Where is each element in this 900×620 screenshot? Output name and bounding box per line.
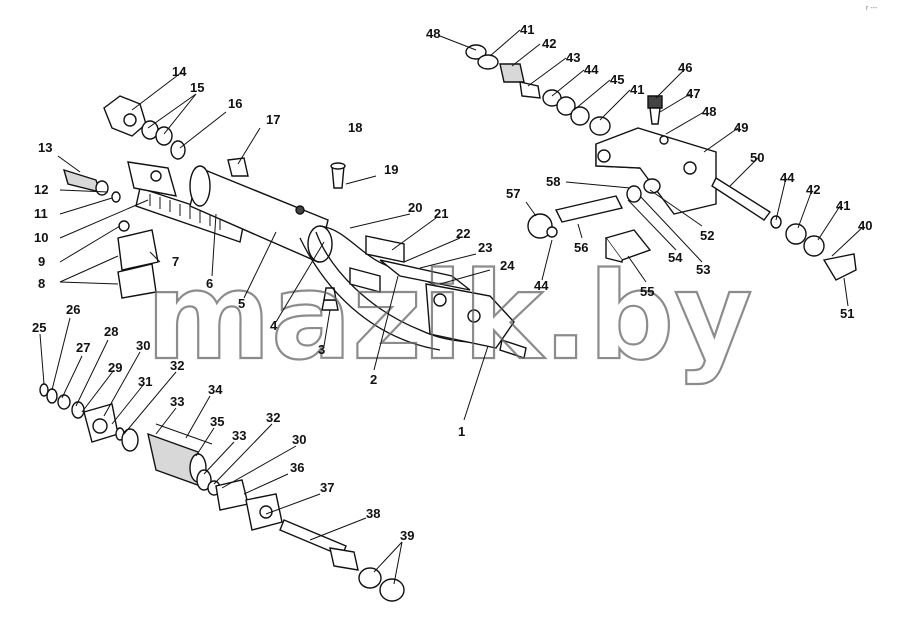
callout-33: 33 bbox=[170, 394, 184, 409]
callout-40: 48 bbox=[426, 26, 440, 41]
callout-21: 21 bbox=[434, 206, 448, 221]
callout-20: 20 bbox=[408, 200, 422, 215]
callout-49: 49 bbox=[734, 120, 748, 135]
callout-10: 10 bbox=[34, 230, 48, 245]
callout-29: 29 bbox=[108, 360, 122, 375]
callout-34: 34 bbox=[208, 382, 223, 397]
callout-33: 33 bbox=[232, 428, 246, 443]
leader-lines bbox=[39, 29, 865, 585]
callout-2: 2 bbox=[370, 372, 377, 387]
callout-35: 35 bbox=[210, 414, 224, 429]
callout-27: 27 bbox=[76, 340, 90, 355]
callout-44: 44 bbox=[534, 278, 549, 293]
callout-26: 26 bbox=[66, 302, 80, 317]
callout-47: 47 bbox=[686, 86, 700, 101]
callout-17: 17 bbox=[266, 112, 280, 127]
callout-44: 44 bbox=[584, 62, 599, 77]
callout-25: 25 bbox=[32, 320, 46, 335]
callout-45: 45 bbox=[610, 72, 624, 87]
callout-38: 38 bbox=[366, 506, 380, 521]
callout-31: 31 bbox=[138, 374, 152, 389]
callout-54: 54 bbox=[668, 250, 683, 265]
callout-56: 56 bbox=[574, 240, 588, 255]
callout-32: 32 bbox=[266, 410, 280, 425]
callout-7: 7 bbox=[172, 254, 179, 269]
callout-5: 5 bbox=[238, 296, 245, 311]
callout-8: 8 bbox=[38, 276, 45, 291]
callout-51: 51 bbox=[840, 306, 854, 321]
callout-43: 43 bbox=[566, 50, 580, 65]
callout-16: 16 bbox=[228, 96, 242, 111]
watermark-text: mazik.by bbox=[146, 248, 753, 387]
callout-50: 50 bbox=[750, 150, 764, 165]
parts-artwork bbox=[39, 44, 857, 602]
callout-44: 44 bbox=[780, 170, 795, 185]
callout-30: 30 bbox=[136, 338, 150, 353]
callout-30: 30 bbox=[292, 432, 306, 447]
callout-9: 9 bbox=[38, 254, 45, 269]
callout-22: 22 bbox=[456, 226, 470, 241]
callout-labels: 48 41 42 43 44 45 41 46 47 48 49 50 44 4… bbox=[32, 22, 872, 543]
callout-46: 46 bbox=[678, 60, 692, 75]
callout-39: 39 bbox=[400, 528, 414, 543]
callout-12: 12 bbox=[34, 182, 48, 197]
callout-41: 41 bbox=[836, 198, 850, 213]
callout-36: 36 bbox=[290, 460, 304, 475]
callout-23: 23 bbox=[478, 240, 492, 255]
callout-40: 40 bbox=[858, 218, 872, 233]
callout-41: 41 bbox=[520, 22, 534, 37]
callout-11: 11 bbox=[34, 206, 48, 221]
callout-53: 53 bbox=[696, 262, 710, 277]
callout-37: 37 bbox=[320, 480, 334, 495]
callout-32: 32 bbox=[170, 358, 184, 373]
callout-48: 48 bbox=[702, 104, 716, 119]
callout-15: 15 bbox=[190, 80, 204, 95]
callout-42: 42 bbox=[806, 182, 820, 197]
callout-1: 1 bbox=[458, 424, 465, 439]
callout-58: 58 bbox=[546, 174, 560, 189]
callout-57: 57 bbox=[506, 186, 520, 201]
callout-13: 13 bbox=[38, 140, 52, 155]
corner-mark: r --- bbox=[866, 5, 878, 12]
callout-3: 3 bbox=[318, 342, 325, 357]
callout-24: 24 bbox=[500, 258, 515, 273]
callout-6: 6 bbox=[206, 276, 213, 291]
callout-4: 4 bbox=[270, 318, 278, 333]
callout-14: 14 bbox=[172, 64, 187, 79]
callout-19: 19 bbox=[384, 162, 398, 177]
callout-55: 55 bbox=[640, 284, 654, 299]
callout-52: 52 bbox=[700, 228, 714, 243]
callout-18: 18 bbox=[348, 120, 362, 135]
callout-41: 41 bbox=[630, 82, 644, 97]
callout-42: 42 bbox=[542, 36, 556, 51]
callout-28: 28 bbox=[104, 324, 118, 339]
